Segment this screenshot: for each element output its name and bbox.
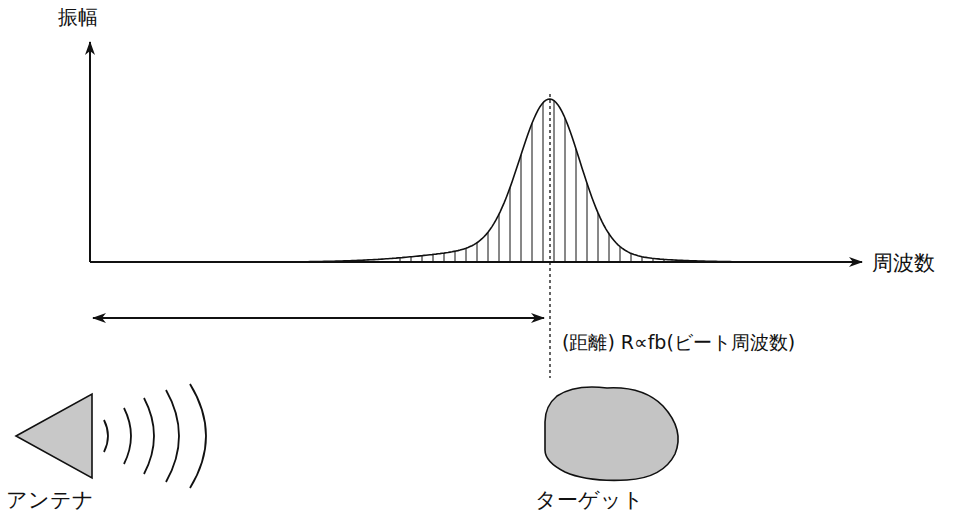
- antenna: アンテナ: [6, 390, 116, 515]
- peak-line: [549, 94, 550, 378]
- spectrum-curve: [300, 99, 760, 262]
- node-label: ターゲット: [535, 486, 644, 514]
- target-shape: [535, 382, 695, 486]
- distance-arrow: [93, 317, 544, 319]
- distance-label: (距離) R∝fb(ビート周波数): [560, 330, 797, 356]
- antenna-symbol: [6, 390, 116, 486]
- y-axis: [89, 42, 91, 262]
- axis-label: 振幅: [56, 4, 100, 31]
- target: ターゲット: [535, 382, 695, 515]
- radio-waves: [104, 384, 206, 488]
- node-label: アンテナ: [6, 486, 94, 514]
- axis-label: 周波数: [870, 249, 937, 277]
